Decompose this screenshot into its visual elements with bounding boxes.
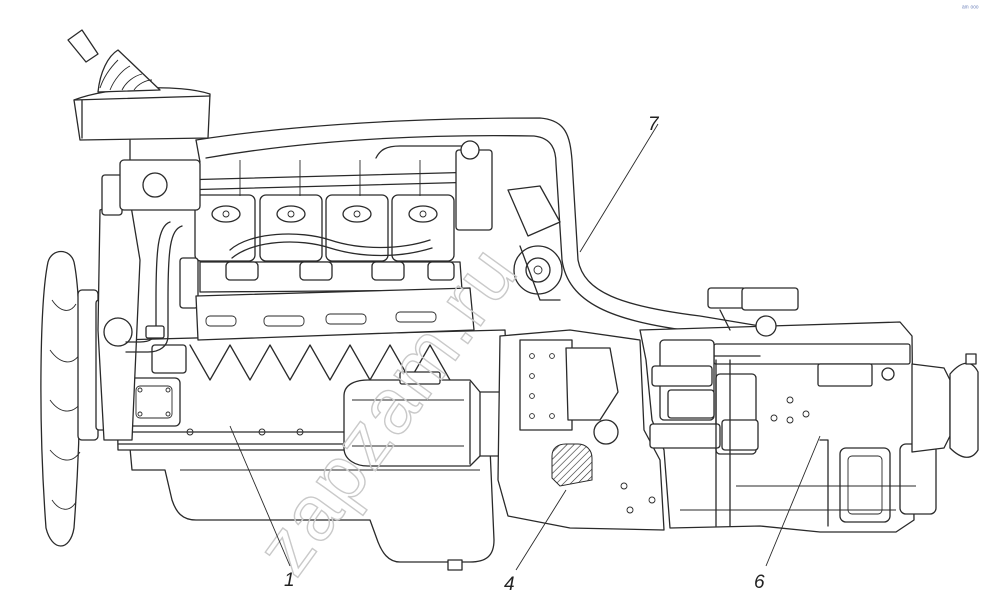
gearbox: [639, 321, 979, 533]
callout-7: 7: [579, 114, 660, 253]
exhaust-manifold: [195, 287, 475, 341]
callout-label-1: 1: [284, 570, 295, 591]
cylinder-heads: [179, 194, 463, 309]
front-timing-cover: [97, 174, 141, 441]
callout-6: 6: [754, 435, 821, 593]
callout-label-4: 4: [504, 574, 515, 595]
callout-1: 1: [229, 425, 295, 591]
intake-air-duct: [195, 117, 761, 341]
gear-shift-mechanism: [707, 287, 799, 337]
callout-4: 4: [504, 489, 567, 595]
oil-pan: [129, 447, 495, 571]
site-logo: ᵃᵐ ᵒᵒᵒ: [962, 5, 979, 12]
turbocharger: [507, 185, 563, 301]
callout-label-6: 6: [754, 572, 765, 593]
fuel-injection-lines: [119, 140, 493, 281]
callout-label-7: 7: [648, 114, 660, 135]
air-filter: [67, 29, 211, 163]
coolant-pipe: [125, 221, 183, 353]
flywheel-housing: [497, 329, 665, 531]
